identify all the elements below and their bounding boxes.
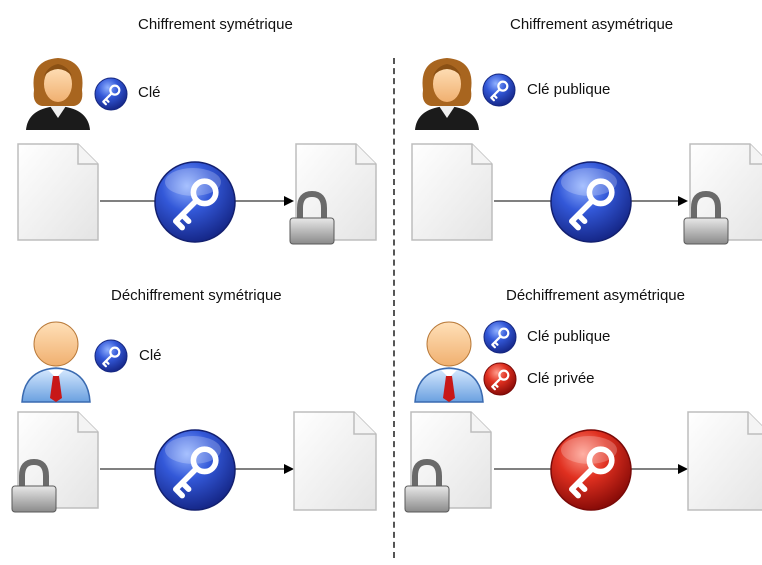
man-user-icon (414, 321, 484, 403)
document-icon (411, 143, 493, 241)
key-label-sym-enc: Clé (138, 84, 161, 101)
key-label-asym-enc: Clé publique (527, 81, 611, 98)
padlock-icon (289, 190, 335, 245)
title-sym-enc: Chiffrement symétrique (138, 16, 293, 33)
key-icon (154, 161, 236, 243)
locked-document-icon (11, 411, 99, 513)
title-asym-dec: Déchiffrement asymétrique (506, 287, 685, 304)
woman-user-icon (415, 58, 479, 130)
key-label-public-asym-dec: Clé publique (527, 328, 611, 345)
key-icon (94, 77, 128, 111)
key-icon (550, 429, 632, 511)
key-icon (94, 339, 128, 373)
key-icon (483, 362, 517, 396)
title-sym-dec: Déchiffrement symétrique (111, 287, 282, 304)
key-icon (550, 161, 632, 243)
panel-divider (393, 58, 395, 558)
key-icon (482, 73, 516, 107)
man-user-icon (21, 321, 91, 403)
document-icon (687, 411, 762, 511)
padlock-icon (404, 458, 450, 513)
title-asym-enc: Chiffrement asymétrique (510, 16, 674, 33)
key-label-sym-dec: Clé (139, 347, 162, 364)
locked-document-icon (289, 143, 377, 245)
woman-user-icon (26, 58, 90, 130)
key-label-private-asym-dec: Clé privée (527, 370, 595, 387)
key-icon (483, 320, 517, 354)
locked-document-icon (683, 143, 762, 245)
document-icon (293, 411, 377, 511)
locked-document-icon (404, 411, 492, 513)
key-icon (154, 429, 236, 511)
padlock-icon (11, 458, 57, 513)
document-icon (17, 143, 99, 241)
padlock-icon (683, 190, 729, 245)
